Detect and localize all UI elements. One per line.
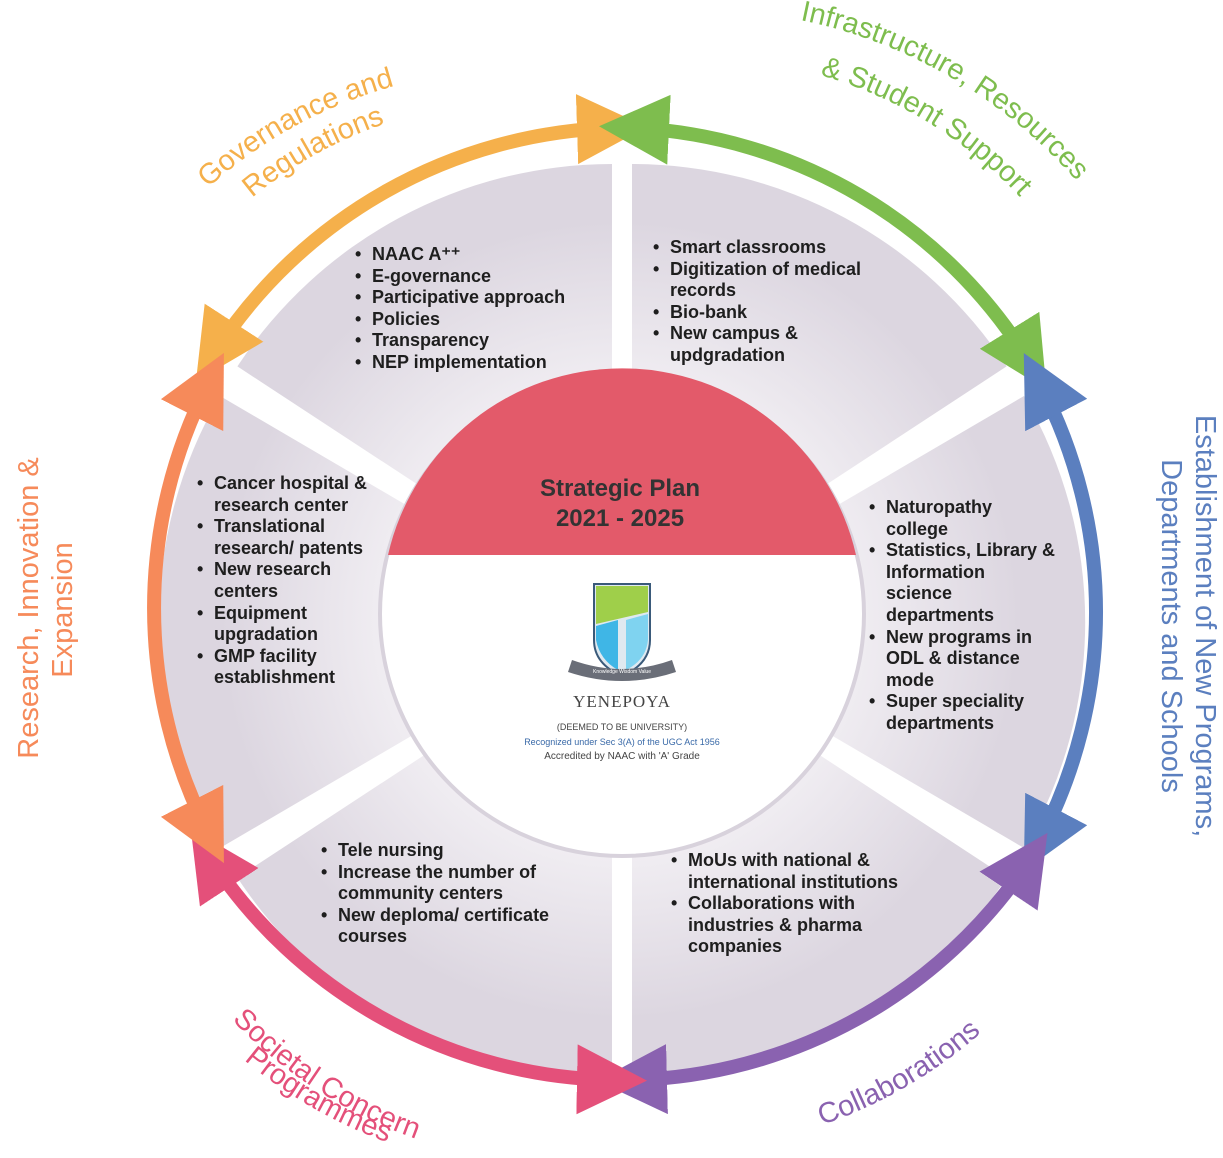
list-item: New research centers [197,559,374,602]
center-title: Strategic Plan 2021 - 2025 [460,474,780,534]
establishment-list: Naturopathy college Statistics, Library … [866,497,1056,735]
center-title-line2: 2021 - 2025 [555,505,685,532]
governance-arrow [195,94,647,382]
list-item: Translational research/ patents [197,516,374,559]
theme-establishment-line1: Establishment of New Programs, [1189,415,1221,837]
infrastructure-arrow [599,94,1047,390]
logo-subtitle-1: (DEEMED TO BE UNIVERSITY) [556,722,688,732]
center-title-line1: Strategic Plan [539,475,701,502]
list-item: Transparency [355,330,602,352]
list-item: Participative approach [355,287,602,309]
establishment-arrow [1023,352,1104,872]
list-item: New deploma/ certificate courses [321,905,588,948]
list-item: NEP implementation [355,352,602,374]
logo-name: YENEPOYA [573,692,671,711]
theme-infrastructure-line1: Infrastructure, Resources [799,0,1096,186]
list-item: Equipment upgradation [197,603,374,646]
theme-research-line1: Research, Innovation & [13,457,45,758]
collaborations-arrow [597,832,1048,1115]
list-item: Naturopathy college [869,497,1056,540]
research-list: Cancer hospital & research center Transl… [194,473,374,689]
theme-research-line2: Expansion [47,542,79,677]
logo-subtitle-2: Recognized under Sec 3(A) of the UGC Act… [524,737,720,747]
list-item: Collaborations with industries & pharma … [671,893,928,958]
list-item: Policies [355,309,602,331]
list-item: Cancer hospital & research center [197,473,374,516]
theme-establishment-line2: Departments and Schools [1155,459,1187,793]
university-logo-icon: Knowledge Wisdom Value [568,583,676,681]
list-item: NAAC A⁺⁺ [355,244,602,266]
list-item: New programs in ODL & distance mode [869,627,1056,692]
collaborations-list: MoUs with national & international insti… [668,850,928,958]
list-item: Smart classrooms [653,237,890,259]
list-item: Digitization of medical records [653,259,890,302]
list-item: New campus & updgradation [653,323,890,366]
list-item: Statistics, Library & Information scienc… [869,540,1056,626]
list-item: E-governance [355,266,602,288]
center-top-half [388,368,856,555]
logo-ribbon-text: Knowledge Wisdom Value [593,669,651,675]
societal-arrow [190,828,647,1115]
societal-list: Tele nursing Increase the number of comm… [318,840,588,948]
list-item: Super speciality departments [869,691,1056,734]
list-item: Bio-bank [653,302,890,324]
logo-subtitle-3: Accredited by NAAC with 'A' Grade [544,751,700,762]
theme-infrastructure-line2: & Student Support [818,51,1038,202]
governance-list: NAAC A⁺⁺ E-governance Participative appr… [352,244,602,374]
list-item: Increase the number of community centers [321,862,588,905]
list-item: Tele nursing [321,840,588,862]
list-item: MoUs with national & international insti… [671,850,928,893]
infrastructure-list: Smart classrooms Digitization of medical… [650,237,890,367]
list-item: GMP facility establishment [197,646,374,689]
research-arrow [147,352,224,864]
